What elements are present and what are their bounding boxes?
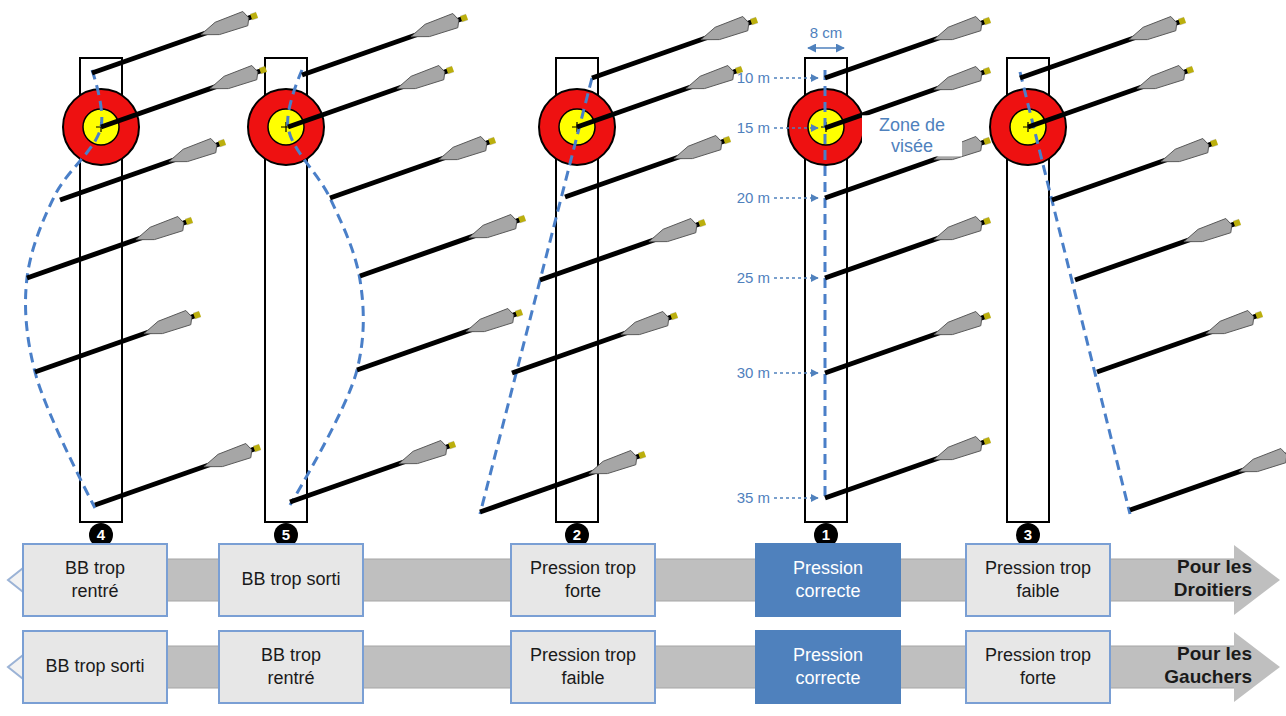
zone-label: Zone de visée (862, 115, 962, 156)
diagnosis-box: Pression trop forte (965, 630, 1111, 704)
callout-number: 1 (822, 526, 830, 543)
arrow (360, 215, 525, 277)
arrow (101, 66, 266, 128)
callout-number: 4 (97, 526, 105, 543)
group-trend (824, 70, 827, 502)
distance-label: 20 m (737, 189, 770, 206)
diagnosis-box: Pression trop faible (510, 630, 656, 704)
arrow (95, 444, 260, 506)
arrow (1020, 17, 1185, 79)
diagnosis-box: BB trop sorti (22, 630, 168, 704)
target-butt (80, 58, 122, 522)
arrow (512, 312, 677, 374)
arrow (290, 441, 455, 503)
targets (26, 12, 1286, 523)
box-label: Pression correcte (773, 644, 883, 691)
target-butt (1007, 58, 1049, 522)
arrow (60, 139, 225, 201)
dimension-label: 8 cm (810, 24, 843, 41)
arrow (1130, 449, 1286, 511)
distance-label: 25 m (737, 269, 770, 286)
callout-number: 2 (573, 526, 581, 543)
target-butt (265, 58, 307, 522)
distance-label: 35 m (737, 489, 770, 506)
arrow (1075, 219, 1240, 281)
direction-band: Pour les Droitiers BB trop rentré BB trop … (0, 543, 1286, 617)
band-label: Pour les Gauchers (1132, 643, 1252, 689)
distance-label: 10 m (737, 69, 770, 86)
arrow (577, 66, 742, 128)
group-trend (288, 70, 364, 505)
arrow (1052, 139, 1217, 201)
arrow (565, 136, 730, 198)
arrow (302, 14, 467, 76)
target-butt (556, 58, 598, 522)
box-label: BB trop sorti (45, 655, 144, 678)
diagnosis-box: Pression correcte (755, 543, 901, 617)
arrow (540, 219, 705, 281)
arrow (825, 217, 990, 279)
box-label: Pression trop forte (983, 644, 1093, 691)
box-label: Pression trop forte (528, 557, 638, 604)
arrow (1097, 311, 1262, 373)
distance-label: 30 m (737, 364, 770, 381)
box-label: BB trop rentré (40, 557, 150, 604)
diagnosis-box: Pression trop forte (510, 543, 656, 617)
box-label: BB trop rentré (236, 644, 346, 691)
band-label: Pour les Droitiers (1132, 556, 1252, 602)
callout-number: 3 (1024, 526, 1032, 543)
arrow (35, 311, 200, 373)
group-trend (1020, 72, 1130, 514)
diagnosis-box: BB trop sorti (218, 543, 364, 617)
diagnosis-box: Pression correcte (755, 630, 901, 704)
arrow (825, 437, 990, 499)
arrow (27, 217, 192, 279)
callout-number: 5 (282, 526, 290, 543)
target-center (268, 109, 304, 145)
arrow (92, 12, 257, 74)
distance-label: 15 m (737, 119, 770, 136)
arrow (1028, 66, 1193, 128)
box-label: Pression correcte (773, 557, 883, 604)
arrow (357, 309, 522, 371)
arrow (480, 451, 645, 513)
box-label: Pression trop faible (983, 557, 1093, 604)
arrow (288, 66, 453, 128)
diagnosis-box: BB trop rentré (22, 543, 168, 617)
box-label: Pression trop faible (528, 644, 638, 691)
target-face (248, 89, 324, 165)
group-trend (26, 70, 102, 508)
arrow (825, 312, 990, 374)
box-label: BB trop sorti (241, 568, 340, 591)
arrow (592, 17, 757, 79)
arrow (825, 17, 990, 79)
measure-marks (89, 48, 1040, 547)
diagnosis-box: BB trop rentré (218, 630, 364, 704)
arrow (330, 137, 495, 199)
direction-band: Pour les Gauchers BB trop sorti BB trop re… (0, 630, 1286, 704)
diagnosis-box: Pression trop faible (965, 543, 1111, 617)
group-trend (480, 78, 592, 514)
